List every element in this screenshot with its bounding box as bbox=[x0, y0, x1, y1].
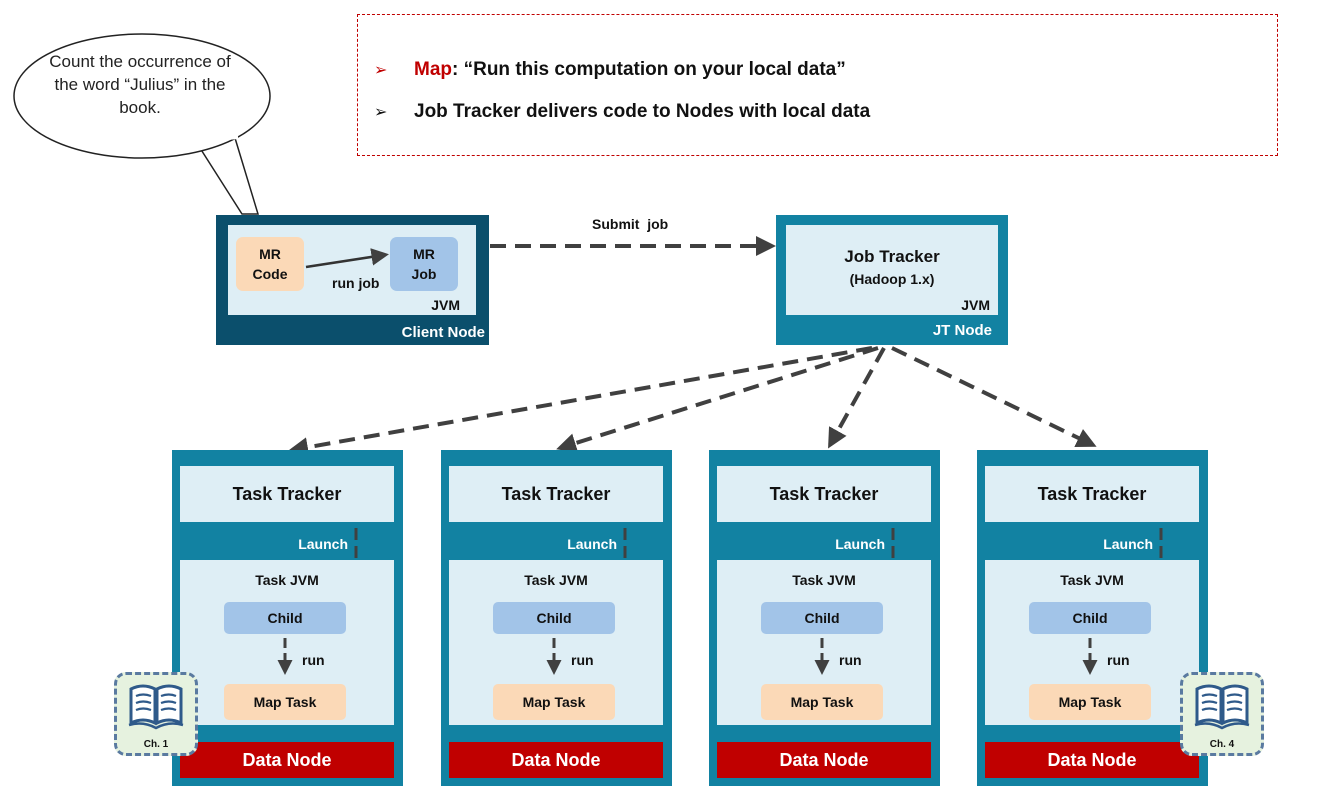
launch-label: Launch bbox=[567, 536, 617, 552]
child-box: Child bbox=[1029, 602, 1151, 634]
run-job-arrow bbox=[305, 248, 389, 269]
run-arrow bbox=[277, 638, 293, 675]
run-label: run bbox=[1107, 652, 1130, 668]
task-node-3: Task Tracker Launch Task JVM Child run M… bbox=[709, 450, 940, 786]
bullet-jobtracker-text: Job Tracker delivers code to Nodes with … bbox=[414, 101, 871, 122]
callout-text: Count the occurrence of the word “Julius… bbox=[49, 52, 231, 117]
bullet-arrow-icon: ➢ bbox=[374, 104, 388, 121]
client-node: MR Code run job MR Job JVM Client Node bbox=[216, 215, 489, 345]
task-node-2: Task Tracker Launch Task JVM Child run M… bbox=[441, 450, 672, 786]
run-label: run bbox=[302, 652, 325, 668]
data-node: Data Node bbox=[717, 742, 931, 778]
child-box: Child bbox=[761, 602, 883, 634]
task-jvm-label: Task JVM bbox=[255, 572, 319, 588]
run-label: run bbox=[571, 652, 594, 668]
run-label: run bbox=[839, 652, 862, 668]
task-jvm-box: Task JVM Child run Map Task bbox=[449, 560, 663, 725]
book-label: Ch. 4 bbox=[1209, 739, 1235, 750]
run-arrow bbox=[1082, 638, 1098, 675]
mr-code-box: MR Code bbox=[236, 237, 304, 291]
task-jvm-label: Task JVM bbox=[1060, 572, 1124, 588]
book-icon bbox=[1194, 684, 1250, 730]
dispatch-arrow-3 bbox=[828, 347, 886, 449]
task-jvm-box: Task JVM Child run Map Task bbox=[985, 560, 1199, 725]
bullet-map: ➢ Map : “Run this computation on your lo… bbox=[374, 59, 846, 81]
child-box: Child bbox=[224, 602, 346, 634]
task-node-4: Task Tracker Launch Task JVM Child run M… bbox=[977, 450, 1208, 786]
mr-code-line2: Code bbox=[252, 266, 288, 282]
jt-node-caption: JT Node bbox=[932, 322, 992, 339]
map-task-box: Map Task bbox=[493, 684, 615, 720]
client-jvm-label: JVM bbox=[431, 297, 460, 313]
dispatch-arrow-4 bbox=[891, 346, 1097, 448]
run-job-label: run job bbox=[332, 275, 380, 291]
bullet-map-key: Map bbox=[414, 59, 452, 80]
data-node: Data Node bbox=[449, 742, 663, 778]
speech-bubble bbox=[13, 33, 271, 215]
mr-job-line2: Job bbox=[411, 266, 437, 282]
submit-job-label: Submit job bbox=[592, 216, 669, 232]
info-box: ➢ Map : “Run this computation on your lo… bbox=[357, 14, 1278, 156]
data-node: Data Node bbox=[985, 742, 1199, 778]
bullet-jobtracker: ➢ Job Tracker delivers code to Nodes wit… bbox=[374, 101, 870, 123]
dispatch-arrow-2 bbox=[556, 346, 879, 453]
jt-jvm-label: JVM bbox=[961, 297, 990, 313]
book-chapter-4: Ch. 4 bbox=[1180, 672, 1264, 756]
data-node: Data Node bbox=[180, 742, 394, 778]
launch-label: Launch bbox=[298, 536, 348, 552]
mr-code-line1: MR bbox=[259, 246, 281, 262]
run-arrow bbox=[814, 638, 830, 675]
book-label: Ch. 1 bbox=[143, 739, 169, 750]
task-jvm-box: Task JVM Child run Map Task bbox=[180, 560, 394, 725]
jt-node: Job Tracker (Hadoop 1.x) JVM JT Node bbox=[776, 215, 1008, 345]
launch-label: Launch bbox=[1103, 536, 1153, 552]
job-tracker-subtitle: (Hadoop 1.x) bbox=[849, 271, 935, 287]
book-icon bbox=[128, 684, 184, 730]
jt-jvm-box: Job Tracker (Hadoop 1.x) JVM bbox=[786, 225, 998, 315]
task-jvm-box: Task JVM Child run Map Task bbox=[717, 560, 931, 725]
bullet-arrow-icon: ➢ bbox=[374, 62, 388, 79]
map-task-box: Map Task bbox=[761, 684, 883, 720]
mr-job-box: MR Job bbox=[390, 237, 458, 291]
task-tracker: Task Tracker bbox=[717, 466, 931, 522]
child-box: Child bbox=[493, 602, 615, 634]
launch-label: Launch bbox=[835, 536, 885, 552]
map-task-box: Map Task bbox=[224, 684, 346, 720]
mr-job-line1: MR bbox=[413, 246, 435, 262]
task-tracker: Task Tracker bbox=[985, 466, 1199, 522]
task-tracker: Task Tracker bbox=[180, 466, 394, 522]
task-node-1: Task Tracker Launch Task JVM Child run M… bbox=[172, 450, 403, 786]
task-jvm-label: Task JVM bbox=[792, 572, 856, 588]
map-task-box: Map Task bbox=[1029, 684, 1151, 720]
job-tracker-title: Job Tracker bbox=[844, 247, 940, 266]
book-chapter-1: Ch. 1 bbox=[114, 672, 198, 756]
run-arrow bbox=[546, 638, 562, 675]
task-jvm-label: Task JVM bbox=[524, 572, 588, 588]
dispatch-arrow-1 bbox=[288, 346, 873, 458]
client-node-caption: Client Node bbox=[401, 324, 485, 341]
bullet-map-text: : “Run this computation on your local da… bbox=[452, 59, 846, 80]
client-jvm-box: MR Code run job MR Job JVM bbox=[228, 225, 476, 315]
task-tracker: Task Tracker bbox=[449, 466, 663, 522]
